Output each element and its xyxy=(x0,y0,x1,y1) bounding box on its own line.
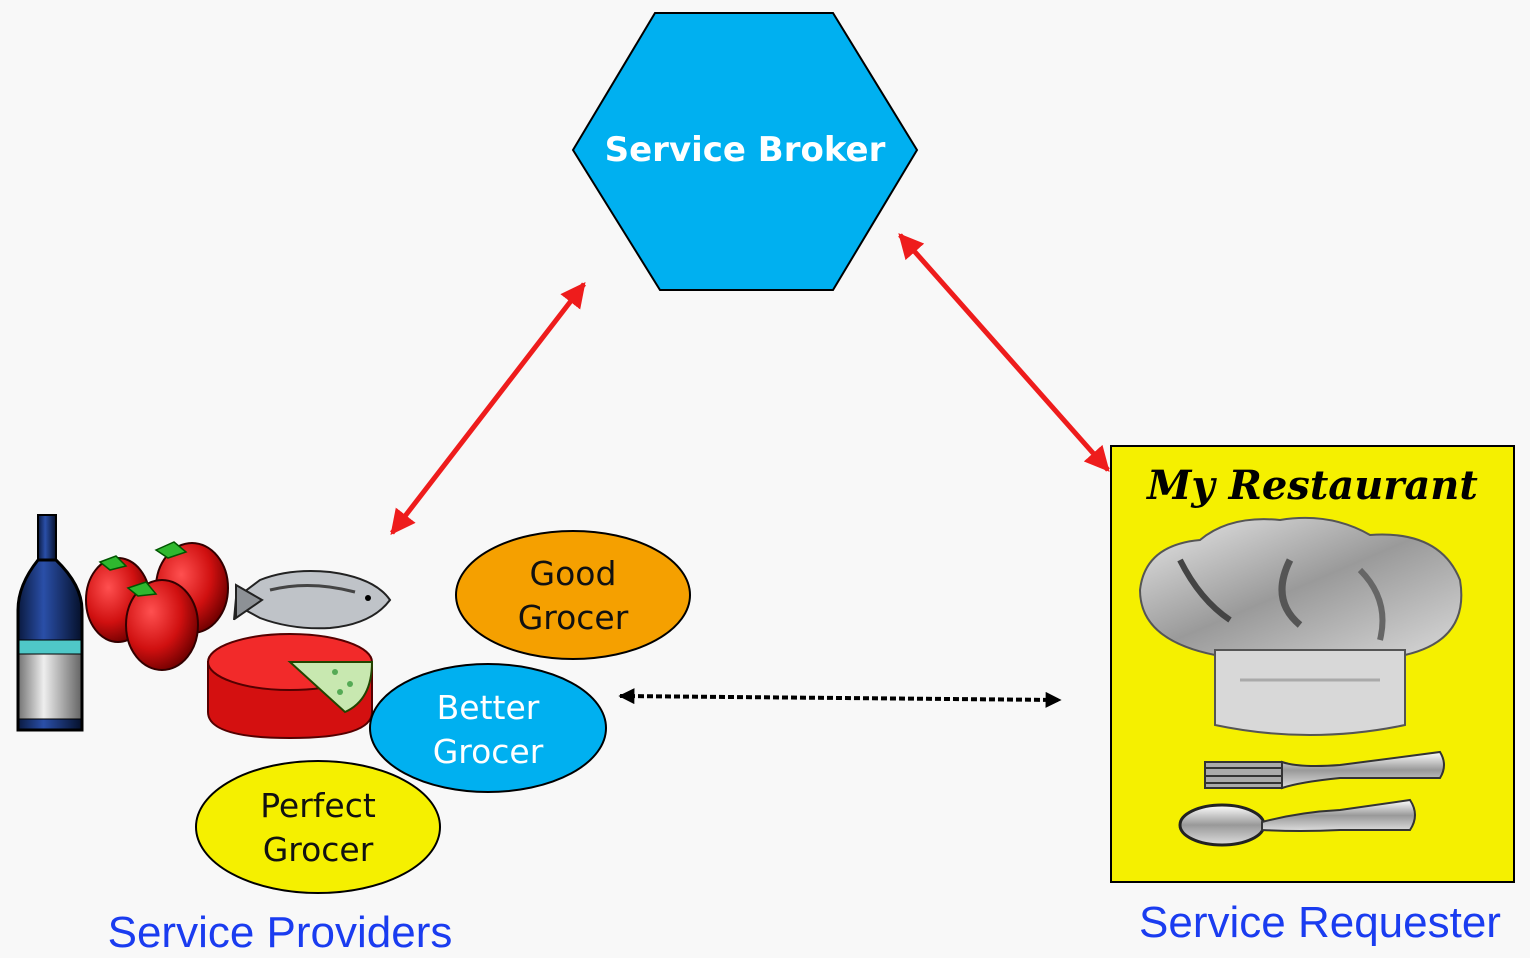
restaurant-title: My Restaurant xyxy=(1147,462,1478,509)
service-requester-caption: Service Requester xyxy=(1139,898,1501,947)
service-broker-hexagon xyxy=(571,12,919,291)
better-grocer-bubble xyxy=(369,663,607,793)
apples-icon xyxy=(85,541,229,671)
service-broker-label: Service Broker xyxy=(604,130,886,170)
provider-requester-arrow xyxy=(618,688,1062,708)
broker-requester-arrow xyxy=(898,233,1110,472)
good-grocer-bubble xyxy=(455,530,691,660)
fork-icon xyxy=(1204,750,1445,790)
fish-icon xyxy=(233,570,392,630)
broker-provider-arrow xyxy=(390,282,586,535)
service-providers-caption: Service Providers xyxy=(107,908,453,957)
wine-bottle-icon xyxy=(16,514,84,732)
chef-hat-icon xyxy=(1138,516,1463,736)
perfect-grocer-bubble xyxy=(195,760,441,894)
cheese-icon xyxy=(207,633,374,740)
spoon-icon xyxy=(1178,798,1416,847)
